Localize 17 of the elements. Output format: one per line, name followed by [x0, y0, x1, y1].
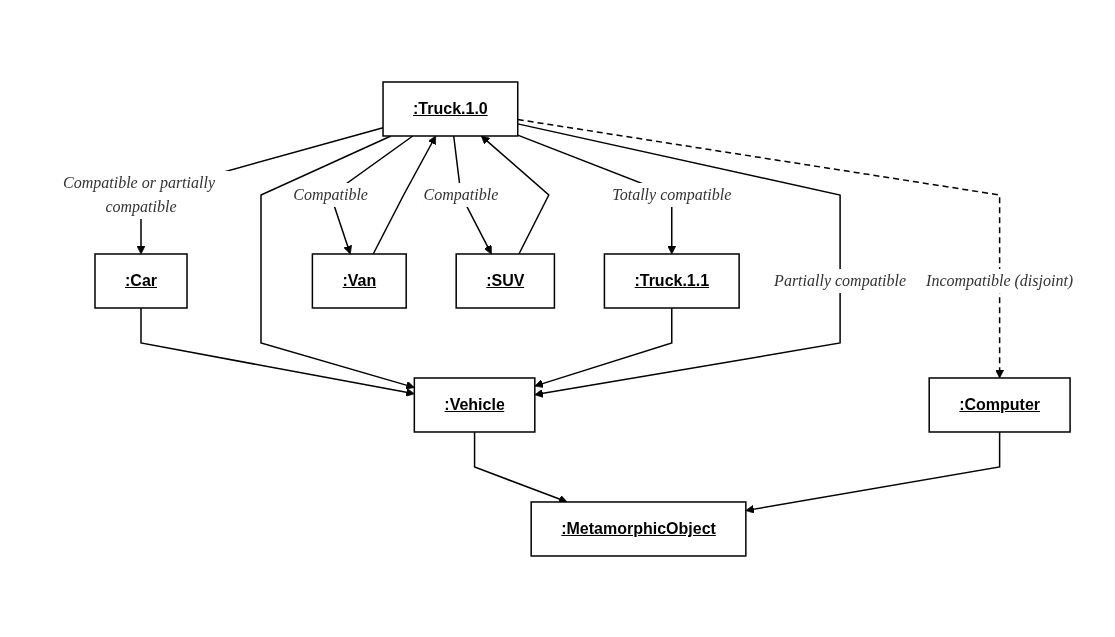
- edge-label: Compatible or partially compatible: [63, 173, 216, 215]
- node-box: :Van: [312, 252, 408, 309]
- node-box: :Car: [94, 252, 189, 309]
- arrow: [481, 135, 551, 255]
- node-box: :SUV: [455, 252, 556, 309]
- node-box: :Vehicle: [414, 376, 536, 433]
- arrow: [474, 430, 568, 503]
- node-box: :Computer: [928, 376, 1072, 433]
- node-box: :MetamorphicObject: [530, 500, 747, 557]
- edge-label: Incompatible (disjoint): [926, 271, 1074, 289]
- edge-label: Partially compatible: [774, 271, 907, 289]
- arrow: [372, 135, 437, 255]
- node-box: :Truck.1.0: [382, 80, 519, 137]
- edge-label: Compatible: [424, 185, 499, 203]
- node-box: :Truck.1.1: [604, 252, 741, 309]
- edge-label: Totally compatible: [612, 185, 732, 203]
- edge-label: Compatible: [293, 185, 369, 203]
